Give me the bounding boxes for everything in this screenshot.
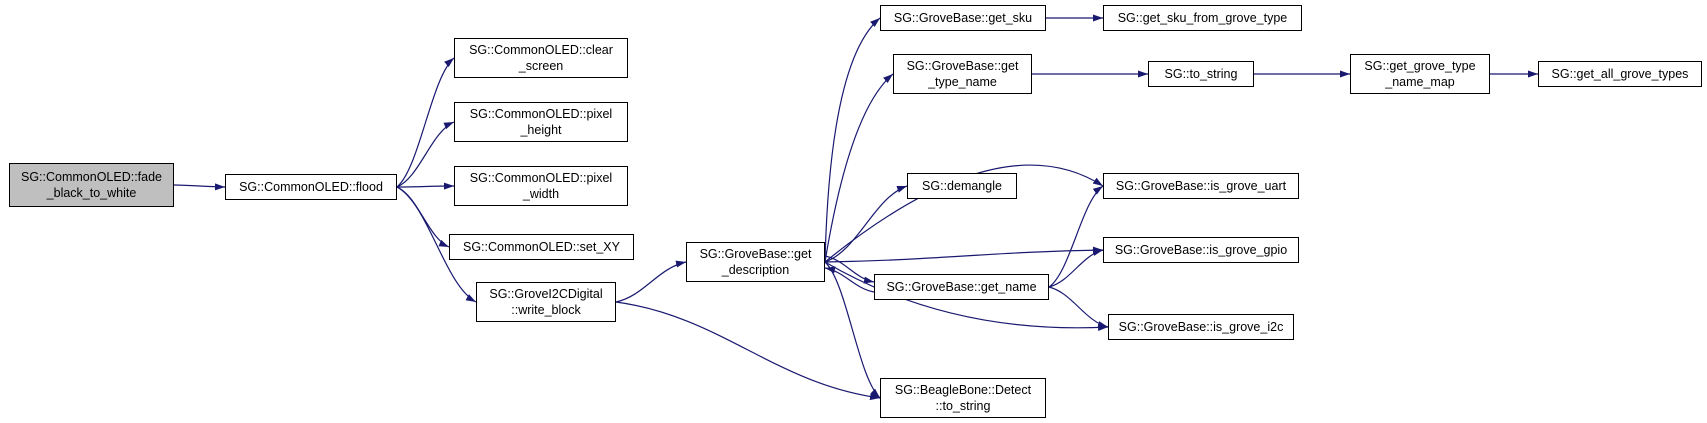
graph-node-label: SG::GroveBase::is_grove_gpio [1114, 243, 1288, 257]
graph-node-label: SG::BeagleBone::Detect ::to_string [894, 383, 1032, 413]
graph-node-label: SG::CommonOLED::pixel _height [469, 107, 613, 137]
graph-node-label: SG::CommonOLED::fade _black_to_white [20, 170, 163, 200]
graph-edge-flood-to-pixel_height [396, 121, 455, 188]
graph-node-label: SG::GroveBase::is_grove_i2c [1118, 320, 1284, 334]
graph-node-label: SG::GroveBase::get _description [699, 247, 812, 277]
graph-node-is_grove_uart[interactable]: SG::GroveBase::is_grove_uart [1103, 173, 1299, 199]
graph-edge-flood-to-write_block [396, 186, 477, 303]
graph-node-label: SG::GroveBase::get _type_name [906, 59, 1019, 89]
graph-node-label: SG::CommonOLED::clear _screen [469, 43, 613, 73]
graph-edge-get_description-to-demangle [824, 185, 908, 263]
edge-paths [173, 14, 1538, 401]
graph-node-get_sku[interactable]: SG::GroveBase::get_sku [880, 5, 1046, 31]
graph-edge-get_description-to-is_grove_gpio [824, 246, 1104, 263]
graph-node-label: SG::CommonOLED::pixel _width [469, 171, 613, 201]
graph-node-demangle[interactable]: SG::demangle [907, 173, 1017, 199]
graph-node-pixel_width[interactable]: SG::CommonOLED::pixel _width [454, 166, 628, 206]
graph-node-label: SG::GroveBase::get_sku [893, 11, 1033, 25]
graph-edge-write_block-to-detect_to_string [615, 301, 881, 401]
graph-node-flood[interactable]: SG::CommonOLED::flood [225, 174, 397, 200]
graph-node-fade_black_to_white: SG::CommonOLED::fade _black_to_white [9, 163, 174, 207]
graph-node-write_block[interactable]: SG::GroveI2CDigital ::write_block [476, 282, 616, 322]
graph-edge-get_description-to-get_type_name [824, 73, 894, 263]
graph-node-label: SG::get_all_grove_types [1551, 67, 1689, 81]
graph-edge-get_name-to-is_grove_gpio [1048, 249, 1104, 288]
graph-node-pixel_height[interactable]: SG::CommonOLED::pixel _height [454, 102, 628, 142]
graph-node-label: SG::GroveI2CDigital ::write_block [489, 287, 603, 317]
graph-edge-get_name-to-is_grove_i2c [1048, 286, 1109, 328]
graph-edge-get_description-to-is_grove_i2c [824, 261, 1109, 331]
graph-edge-flood-to-pixel_width [396, 182, 455, 190]
graph-node-to_string[interactable]: SG::to_string [1148, 61, 1254, 87]
graph-node-label: SG::get_sku_from_grove_type [1117, 11, 1288, 25]
graph-node-get_type_name[interactable]: SG::GroveBase::get _type_name [893, 54, 1032, 94]
graph-node-label: SG::get_grove_type _name_map [1364, 59, 1476, 89]
graph-node-clear_screen[interactable]: SG::CommonOLED::clear _screen [454, 38, 628, 78]
graph-node-is_grove_gpio[interactable]: SG::GroveBase::is_grove_gpio [1103, 237, 1299, 263]
graph-node-get_description[interactable]: SG::GroveBase::get _description [686, 242, 825, 282]
graph-node-label: SG::CommonOLED::flood [239, 180, 383, 194]
graph-edge-get_name-to-get_description [824, 266, 875, 293]
graph-edge-get_name-to-is_grove_uart [1048, 185, 1104, 288]
graph-node-label: SG::GroveBase::get_name [886, 280, 1037, 294]
graph-node-get_name[interactable]: SG::GroveBase::get_name [874, 274, 1049, 300]
graph-node-label: SG::CommonOLED::set_XY [462, 240, 620, 254]
graph-edge-get_description-to-get_sku [824, 17, 881, 263]
graph-edge-get_description-to-is_grove_uart [824, 164, 1104, 263]
graph-edge-get_description-to-detect_to_string [824, 261, 881, 399]
graph-node-get_sku_from_grove_type[interactable]: SG::get_sku_from_grove_type [1103, 5, 1302, 31]
graph-node-detect_to_string[interactable]: SG::BeagleBone::Detect ::to_string [880, 378, 1046, 418]
graph-edge-get_description-to-get_name [824, 255, 875, 284]
graph-edge-flood-to-clear_screen [396, 57, 455, 188]
graph-node-get_grove_type_name_map[interactable]: SG::get_grove_type _name_map [1350, 54, 1490, 94]
graph-node-label: SG::to_string [1164, 67, 1238, 81]
graph-node-is_grove_i2c[interactable]: SG::GroveBase::is_grove_i2c [1108, 314, 1294, 340]
graph-node-label: SG::GroveBase::is_grove_uart [1115, 179, 1287, 193]
graph-node-set_XY[interactable]: SG::CommonOLED::set_XY [449, 234, 634, 260]
graph-edge-fade_black_to_white-to-flood [173, 183, 226, 191]
graph-node-label: SG::demangle [922, 179, 1002, 193]
graph-node-get_all_grove_types[interactable]: SG::get_all_grove_types [1538, 61, 1702, 87]
graph-edge-write_block-to-get_description [615, 260, 687, 303]
